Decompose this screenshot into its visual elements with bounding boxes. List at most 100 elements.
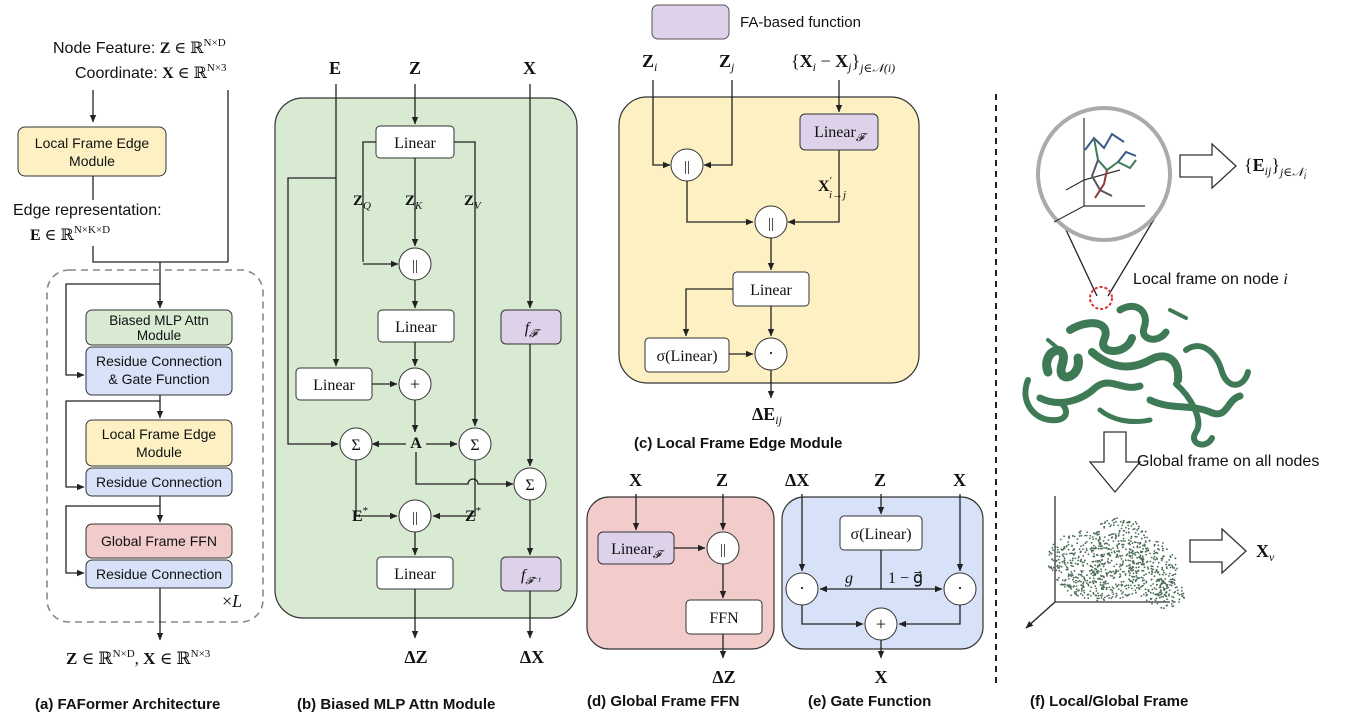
point-cloud-dot: [1073, 554, 1075, 556]
e-z: Z: [874, 470, 886, 490]
point-cloud-dot: [1077, 595, 1079, 597]
point-cloud-dot: [1116, 544, 1118, 547]
point-cloud-dot: [1048, 550, 1051, 553]
point-cloud-dot: [1091, 571, 1094, 574]
point-cloud-dot: [1154, 593, 1157, 596]
point-cloud-dot: [1128, 542, 1131, 544]
point-cloud-dot: [1082, 570, 1084, 572]
point-cloud-dot: [1087, 593, 1090, 596]
point-cloud-dot: [1136, 551, 1139, 554]
point-cloud-dot: [1137, 541, 1139, 544]
point-cloud-dot: [1115, 594, 1118, 597]
b-sum-right-label: Σ: [470, 437, 479, 454]
point-cloud-dot: [1123, 571, 1125, 573]
point-cloud-dot: [1054, 570, 1057, 572]
point-cloud-dot: [1174, 601, 1176, 603]
point-cloud-dot: [1142, 584, 1144, 587]
point-cloud-dot: [1117, 570, 1120, 572]
point-cloud-dot: [1171, 595, 1173, 598]
point-cloud-dot: [1094, 594, 1097, 597]
point-cloud-dot: [1066, 561, 1069, 564]
d-out: ΔZ: [712, 667, 735, 687]
point-cloud-dot: [1069, 559, 1072, 562]
point-cloud-dot: [1099, 543, 1102, 545]
point-cloud-dot: [1157, 594, 1160, 597]
point-cloud-dot: [1164, 578, 1166, 580]
point-cloud-dot: [1170, 584, 1173, 587]
local-frame-edge-module-box-2: [85, 419, 233, 467]
point-cloud-dot: [1162, 542, 1164, 544]
point-cloud-dot: [1117, 534, 1120, 537]
point-cloud-dot: [1155, 540, 1157, 543]
point-cloud-dot: [1071, 574, 1074, 577]
point-cloud-dot: [1122, 562, 1124, 564]
point-cloud-dot: [1154, 571, 1157, 574]
point-cloud-dot: [1150, 578, 1153, 581]
point-cloud-dot: [1111, 519, 1114, 522]
point-cloud-dot: [1166, 567, 1168, 570]
point-cloud-dot: [1148, 571, 1151, 574]
point-cloud-dot: [1120, 581, 1123, 583]
point-cloud-dot: [1072, 557, 1074, 560]
point-cloud-dot: [1083, 576, 1085, 579]
point-cloud-dot: [1059, 538, 1062, 541]
point-cloud-dot: [1063, 557, 1066, 560]
point-cloud-dot: [1094, 564, 1097, 567]
point-cloud-dot: [1176, 567, 1178, 570]
point-cloud-dot: [1151, 588, 1154, 591]
point-cloud-dot: [1108, 597, 1111, 599]
point-cloud-dot: [1070, 587, 1073, 590]
point-cloud-dot: [1066, 568, 1069, 571]
b-linear-4-label: Linear: [394, 566, 436, 583]
point-cloud-dot: [1095, 568, 1098, 571]
point-cloud-dot: [1166, 598, 1168, 601]
point-cloud-dot: [1162, 586, 1165, 589]
point-cloud-dot: [1149, 552, 1151, 555]
point-cloud-dot: [1072, 565, 1074, 568]
point-cloud-dot: [1085, 548, 1088, 550]
point-cloud-dot: [1158, 573, 1161, 576]
point-cloud-dot: [1051, 546, 1054, 549]
point-cloud-dot: [1051, 569, 1054, 572]
point-cloud-dot: [1126, 521, 1128, 524]
point-cloud-dot: [1067, 541, 1069, 543]
point-cloud-dot: [1136, 546, 1139, 548]
point-cloud-dot: [1168, 589, 1171, 592]
f-local-frame: Local frame on node i: [1133, 271, 1288, 288]
point-cloud-dot: [1070, 585, 1072, 588]
point-cloud-dot: [1145, 599, 1148, 602]
point-cloud-dot: [1098, 530, 1101, 533]
point-cloud-dot: [1086, 574, 1088, 577]
point-cloud-dot: [1137, 584, 1140, 587]
point-cloud-dot: [1092, 580, 1094, 582]
point-cloud-dot: [1150, 565, 1153, 568]
point-cloud-dot: [1110, 548, 1112, 551]
point-cloud-dot: [1160, 583, 1163, 585]
point-cloud-dot: [1101, 555, 1103, 558]
repeat-block-frame: [46, 269, 264, 623]
point-cloud-dot: [1159, 584, 1162, 586]
point-cloud-dot: [1060, 571, 1063, 574]
d-x: X: [629, 470, 642, 490]
local-frame-axes-icon: [1053, 118, 1145, 223]
point-cloud-dot: [1131, 569, 1134, 572]
point-cloud-dot: [1162, 607, 1165, 610]
point-cloud-dot: [1140, 557, 1143, 559]
point-cloud-dot: [1067, 548, 1070, 551]
point-cloud-dot: [1162, 595, 1165, 598]
point-cloud-dot: [1134, 535, 1137, 538]
point-cloud-dot: [1131, 554, 1134, 557]
edge-rep-math: E ∈ ℝN×K×D: [30, 224, 110, 244]
point-cloud-dot: [1106, 573, 1108, 576]
point-cloud-dot: [1119, 575, 1122, 577]
point-cloud-dot: [1140, 537, 1143, 540]
point-cloud-dot: [1133, 584, 1136, 587]
b-zk: ZK: [405, 193, 423, 212]
point-cloud-dot: [1074, 576, 1077, 578]
point-cloud-dot: [1101, 522, 1103, 525]
point-cloud-dot: [1087, 553, 1090, 556]
point-cloud-dot: [1080, 590, 1083, 592]
b-f-f-inv: [500, 556, 562, 592]
point-cloud-dot: [1107, 558, 1110, 560]
